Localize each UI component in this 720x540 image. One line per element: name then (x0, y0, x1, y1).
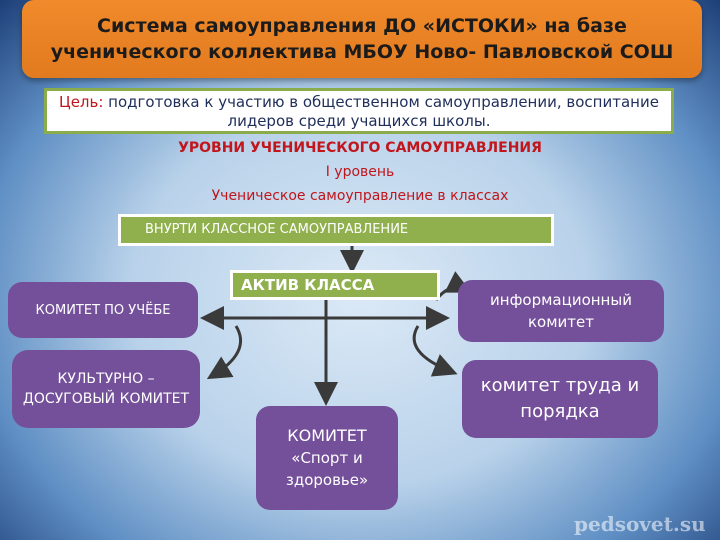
goal-box: Цель: подготовка к участию в общественно… (44, 88, 674, 134)
goal-label: Цель: (59, 93, 104, 111)
committee-info-label: информационный комитет (490, 291, 632, 331)
activ-box: АКТИВ КЛАССА (230, 270, 440, 300)
committee-sport: КОМИТЕТ «Спорт и здоровье» (256, 406, 398, 510)
page-title: Система самоуправления ДО «ИСТОКИ» на ба… (50, 15, 674, 63)
committee-study: КОМИТЕТ ПО УЧЁБЕ (8, 282, 198, 338)
committee-labor-label: комитет труда и порядка (480, 375, 640, 422)
committee-sport-title: КОМИТЕТ (287, 426, 367, 445)
level-description: Ученическое самоуправление в классах (211, 188, 509, 204)
committee-culture-label: КУЛЬТУРНО – ДОСУГОВЫЙ КОМИТЕТ (22, 371, 190, 407)
level-number: I уровень (325, 164, 395, 180)
committee-sport-name: «Спорт и здоровье» (285, 449, 369, 489)
inner-class-box: ВНУРТИ КЛАССНОЕ САМОУПРАВЛЕНИЕ (118, 214, 554, 246)
committee-labor: комитет труда и порядка (462, 360, 658, 438)
committee-study-label: КОМИТЕТ ПО УЧЁБЕ (35, 302, 171, 318)
watermark: pedsovet.su (574, 512, 706, 536)
goal-text: подготовка к участию в общественном само… (103, 93, 659, 130)
committee-culture: КУЛЬТУРНО – ДОСУГОВЫЙ КОМИТЕТ (12, 350, 200, 428)
committee-info: информационный комитет (458, 280, 664, 342)
curve-to-labor (412, 325, 458, 377)
levels-heading: УРОВНИ УЧЕНИЧЕСКОГО САМОУПРАВЛЕНИЯ (178, 140, 542, 156)
curve-to-culture (206, 325, 242, 380)
title-banner: Система самоуправления ДО «ИСТОКИ» на ба… (22, 0, 702, 78)
